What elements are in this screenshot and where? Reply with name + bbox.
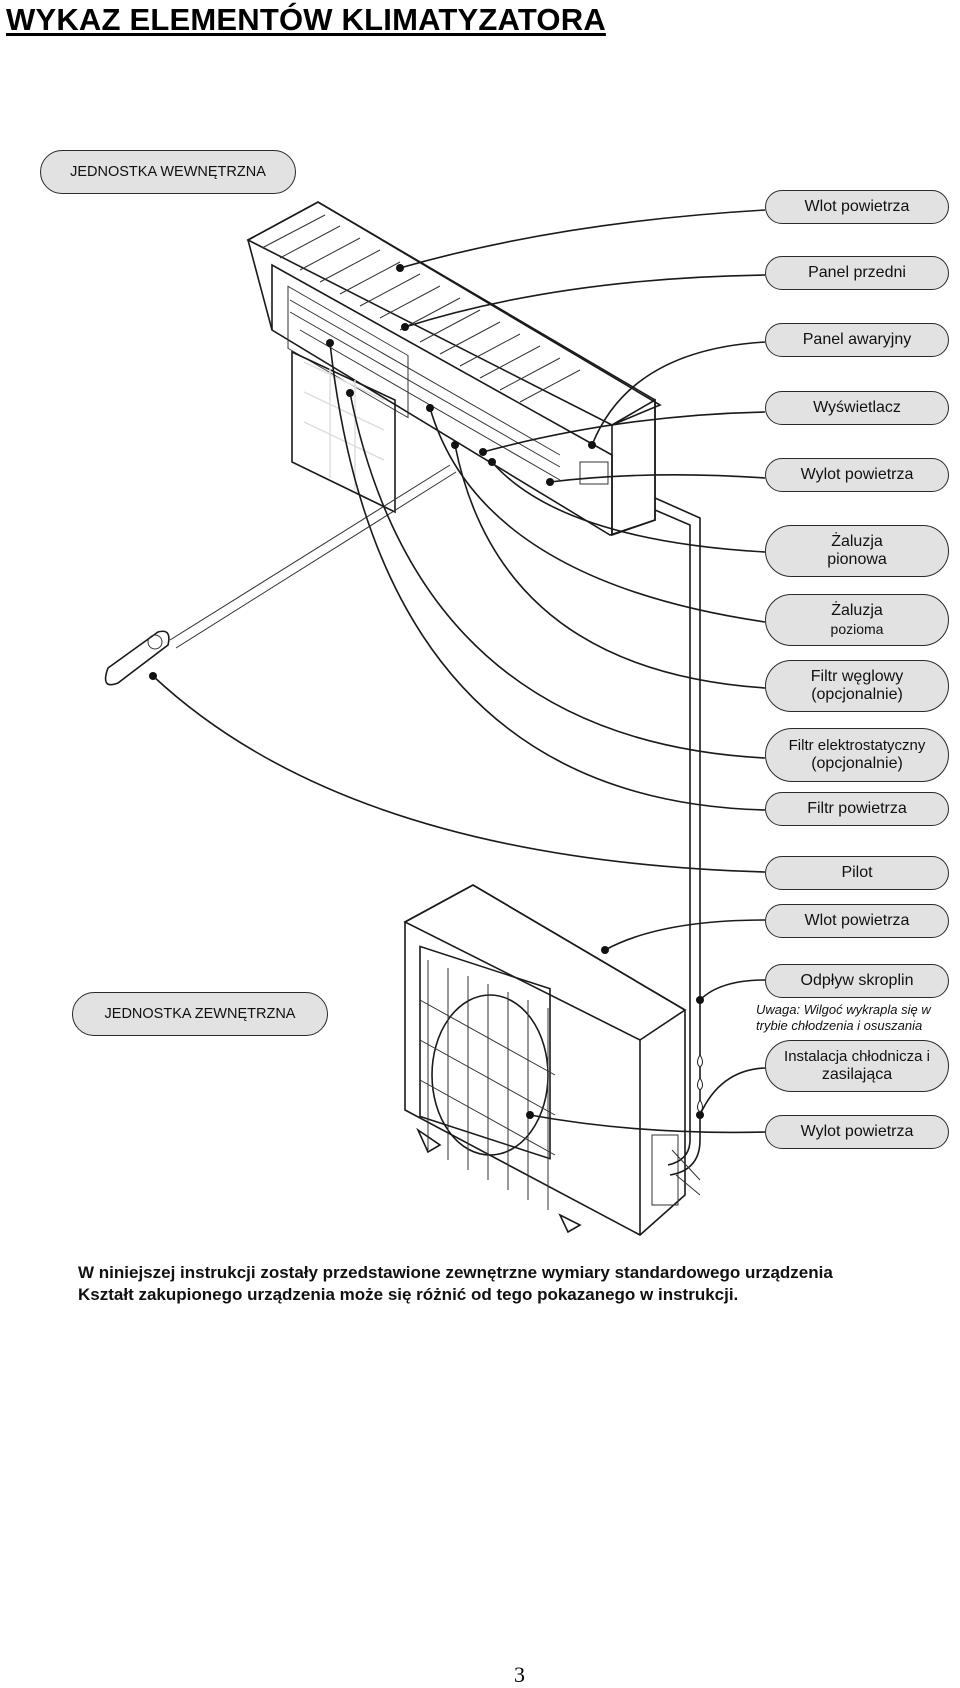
disclaimer-line2: Kształt zakupionego urządzenia może się …	[78, 1285, 739, 1304]
label-carbon-filter-line2: (opcjonalnie)	[811, 686, 903, 703]
label-remote: Pilot	[765, 856, 949, 890]
label-electrostatic-filter-line1: Filtr elektrostatyczny	[788, 737, 926, 754]
indoor-unit-label: JEDNOSTKA WEWNĘTRZNA	[40, 150, 296, 194]
label-air-filter: Filtr powietrza	[765, 792, 949, 826]
outdoor-unit-illustration	[403, 884, 687, 1236]
label-electrostatic-filter-line2: (opcjonalnie)	[811, 755, 903, 772]
label-horizontal-louver-line2: pozioma	[830, 621, 884, 637]
piping-illustration	[654, 497, 701, 1196]
filter-panel-illustration	[291, 350, 396, 514]
condensate-note-line1: Uwaga: Wilgoć wykrapla się w	[756, 1002, 931, 1017]
outdoor-unit-label: JEDNOSTKA ZEWNĘTRZNA	[72, 992, 328, 1036]
label-vertical-louver-line1: Żaluzja	[831, 533, 883, 550]
page-title: WYKAZ ELEMENTÓW KLIMATYZATORA	[6, 2, 606, 37]
label-condensate-drain: Odpływ skroplin	[765, 964, 949, 998]
disclaimer: W niniejszej instrukcji zostały przedsta…	[78, 1262, 833, 1306]
label-piping-line1: Instalacja chłodnicza i	[784, 1048, 930, 1065]
label-vertical-louver-line2: pionowa	[827, 551, 887, 568]
label-front-panel: Panel przedni	[765, 256, 949, 290]
label-piping-line2: zasilająca	[821, 1066, 893, 1083]
label-carbon-filter: Filtr węglowy (opcjonalnie)	[765, 660, 949, 712]
label-emergency-panel: Panel awaryjny	[765, 323, 949, 357]
condensate-note-line2: trybie chłodzenia i osuszania	[756, 1018, 923, 1033]
label-horizontal-louver: Żaluzja pozioma	[765, 594, 949, 646]
label-air-inlet: Wlot powietrza	[765, 190, 949, 224]
label-horizontal-louver-line1: Żaluzja	[831, 602, 883, 619]
condensate-note: Uwaga: Wilgoć wykrapla się w trybie chło…	[756, 1002, 960, 1034]
label-vertical-louver: Żaluzja pionowa	[765, 525, 949, 577]
leader-lines	[149, 209, 766, 1134]
label-outdoor-air-inlet: Wlot powietrza	[765, 904, 949, 938]
indoor-unit-illustration	[246, 201, 662, 537]
disclaimer-line1: W niniejszej instrukcji zostały przedsta…	[78, 1263, 833, 1282]
label-air-outlet: Wylot powietrza	[765, 458, 949, 492]
label-electrostatic-filter: Filtr elektrostatyczny (opcjonalnie)	[765, 728, 949, 782]
label-piping: Instalacja chłodnicza i zasilająca	[765, 1040, 949, 1092]
condensate-drop-icons	[697, 1054, 703, 1113]
label-carbon-filter-line1: Filtr węglowy	[810, 668, 904, 685]
label-display: Wyświetlacz	[765, 391, 949, 425]
page-number: 3	[514, 1662, 525, 1687]
label-outdoor-air-outlet: Wylot powietrza	[765, 1115, 949, 1149]
remote-control-icon	[104, 464, 457, 686]
